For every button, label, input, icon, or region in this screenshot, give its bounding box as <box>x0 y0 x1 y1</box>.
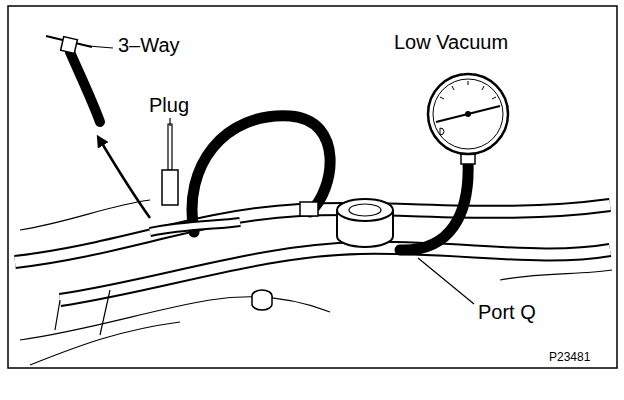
frame <box>8 6 617 368</box>
leader-line <box>88 46 113 48</box>
plug <box>162 170 178 205</box>
figure-number: P23481 <box>549 351 590 363</box>
gauge-pivot <box>465 111 471 117</box>
gauge-needle <box>436 106 500 122</box>
label-anchor: Low Vacuum <box>394 32 508 53</box>
pipe-outline <box>60 248 610 300</box>
bolt <box>252 296 272 310</box>
leader-line <box>169 118 170 126</box>
engine-line <box>55 290 110 335</box>
removal-arrow <box>100 140 150 218</box>
gauge-ticks <box>440 81 496 99</box>
engine-line <box>20 200 150 230</box>
port-canister-top <box>337 199 393 221</box>
part-label: Port Q <box>478 302 536 322</box>
pipe-fill <box>60 248 610 300</box>
part-label: 3–Way <box>118 35 180 55</box>
vacuum-hose <box>192 116 330 232</box>
engine-line <box>20 297 330 340</box>
port-canister-top <box>349 204 381 216</box>
label-anchor: Port Q <box>478 302 536 323</box>
gauge-dial <box>433 79 503 149</box>
hose-stub <box>150 222 240 232</box>
part-label: Plug <box>149 95 189 115</box>
detached-hose <box>70 52 100 122</box>
hose-stub <box>150 222 240 232</box>
part-label: Low Vacuum <box>394 32 508 52</box>
engine-line <box>30 322 180 365</box>
gauge-mark <box>440 128 444 135</box>
leader-line <box>418 258 474 304</box>
hose-clamp <box>300 202 318 216</box>
label-anchor: 3–Way <box>118 35 180 56</box>
label-anchor: Plug <box>149 95 189 116</box>
plug <box>168 124 172 170</box>
three-way-fitting <box>61 37 78 54</box>
label-anchor: P23481 <box>549 347 590 365</box>
vacuum-gauge <box>428 74 508 154</box>
engine-line <box>500 270 612 280</box>
gauge-hose <box>400 162 468 250</box>
